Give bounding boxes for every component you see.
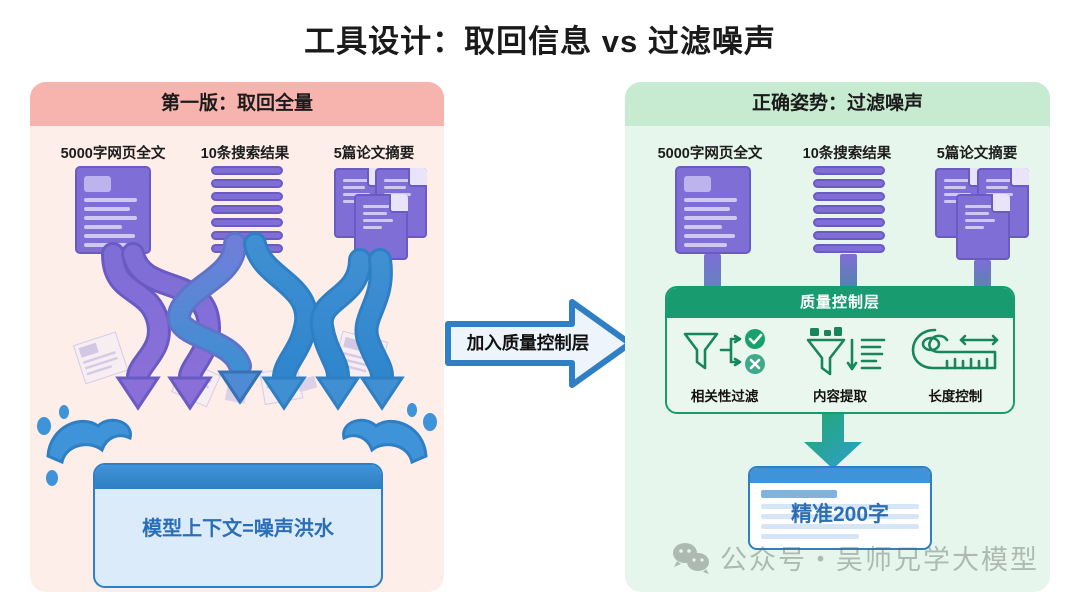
wechat-icon: [673, 542, 709, 574]
qc-item-label: 长度控制: [928, 388, 983, 404]
tangled-pipes-graphic: [37, 232, 437, 486]
right-source-label-1: 10条搜索结果: [802, 146, 892, 162]
doc-line: [84, 207, 131, 211]
list-stack-icon: [813, 166, 885, 257]
measuring-tape-icon: [912, 328, 999, 369]
transition-arrow: [445, 299, 633, 388]
quality-control-items: 相关性过滤 内容提取: [667, 318, 1013, 412]
water-splash-icon: [37, 403, 437, 486]
stack-bar: [211, 205, 283, 214]
stack-bar: [211, 192, 283, 201]
stack-bar: [211, 179, 283, 188]
context-flood-box: [93, 463, 383, 588]
page-title: 工具设计：取回信息 vs 过滤噪声: [304, 24, 776, 59]
right-source-label-2: 5篇论文摘要: [936, 146, 1018, 162]
result-card-body: [750, 483, 930, 548]
left-source-label-1: 10条搜索结果: [200, 146, 290, 162]
doc-line: [84, 234, 136, 238]
quality-control-layer: 质量控制层 相关性过滤: [665, 286, 1015, 414]
qc-item-content-extraction[interactable]: 内容提取: [783, 326, 897, 405]
stack-bar: [211, 218, 283, 227]
qc-output-arrow: [804, 414, 862, 469]
document-icon: [675, 166, 751, 254]
left-panel-body: 5000字网页全文 10条搜索结果 5篇论文摘要: [30, 126, 444, 592]
flood-box-label: 模型上下文=噪声洪水: [142, 518, 334, 540]
funnel-check-cross-icon: [683, 328, 765, 374]
page-fold-icon: [991, 194, 1010, 213]
flow-arrowheads: [115, 370, 405, 411]
funnel-extract-icon: [806, 326, 886, 375]
quality-control-header: 质量控制层: [667, 288, 1013, 318]
doc-line: [84, 225, 123, 229]
precise-result-card: [748, 466, 932, 550]
precise-result-label: 精准200字: [790, 503, 890, 526]
stack-bar: [211, 166, 283, 175]
watermark: 公众号・吴师兄学大模型: [672, 538, 1039, 577]
qc-item-label: 相关性过滤: [690, 388, 759, 404]
paper-sheet: [956, 194, 1010, 260]
qc-item-length-control[interactable]: 长度控制: [898, 326, 1012, 405]
page-fold-icon: [389, 194, 408, 213]
watermark-text: 公众号・吴师兄学大模型: [720, 545, 1039, 575]
qc-item-relevance-filter[interactable]: 相关性过滤: [668, 326, 782, 405]
flood-box-titlebar: [95, 465, 381, 489]
left-source-label-0: 5000字网页全文: [60, 146, 166, 162]
transition-arrow-label: 加入质量控制层: [466, 333, 590, 353]
left-source-label-2: 5篇论文摘要: [333, 146, 415, 162]
doc-block: [84, 176, 111, 192]
qc-item-label: 内容提取: [812, 388, 867, 404]
doc-block: [684, 176, 711, 192]
doc-line: [84, 216, 138, 220]
right-panel-header: 正确姿势：过滤噪声: [625, 82, 1050, 126]
result-card-titlebar: [750, 468, 930, 483]
page-fold-icon: [408, 168, 427, 187]
right-source-label-0: 5000字网页全文: [657, 146, 763, 162]
left-panel: 第一版：取回全量 5000字网页全文 10条搜索结果 5篇论文摘要: [30, 82, 444, 592]
result-card-chip: [761, 490, 837, 498]
page-fold-icon: [1010, 168, 1029, 187]
doc-line: [84, 198, 138, 202]
left-panel-header: 第一版：取回全量: [30, 82, 444, 126]
right-panel-body: 5000字网页全文 10条搜索结果 5篇论文摘要: [625, 126, 1050, 592]
